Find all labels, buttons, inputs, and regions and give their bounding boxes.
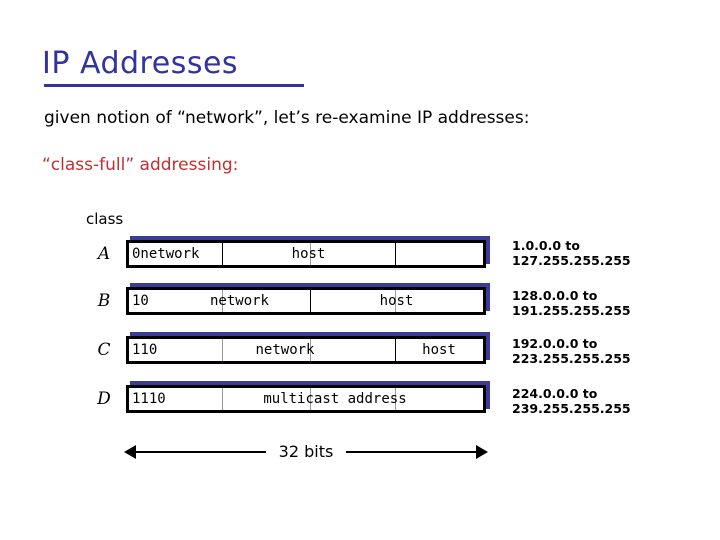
arrow-left-line	[134, 451, 266, 453]
range-class-b-from: 128.0.0.0 to	[512, 288, 598, 303]
divider-d-1	[222, 388, 223, 410]
class-row-d: D 1110 multicast address	[86, 381, 666, 415]
page-title: IP Addresses	[42, 46, 239, 81]
class-letter-c: C	[97, 340, 111, 360]
bit-width-label: 32 bits	[270, 442, 342, 461]
field-b-network: network	[209, 293, 269, 309]
divider-b-2	[310, 290, 311, 312]
class-letter-d: D	[97, 389, 111, 409]
divider-c-1	[222, 339, 223, 361]
bitbox-d: 1110 multicast address	[126, 385, 486, 413]
range-class-a-from: 1.0.0.0 to	[512, 238, 580, 253]
divider-c-3	[395, 339, 396, 361]
range-class-d: 224.0.0.0 to 239.255.255.255	[512, 386, 631, 416]
divider-b-1	[222, 290, 223, 312]
divider-a-3	[395, 243, 396, 265]
field-b-host: host	[379, 293, 414, 309]
field-d-multicast: multicast address	[263, 391, 407, 407]
range-class-b-to: 191.255.255.255	[512, 303, 631, 318]
intro-text: given notion of “network”, let’s re-exam…	[44, 108, 530, 128]
range-class-c-from: 192.0.0.0 to	[512, 336, 598, 351]
range-class-d-to: 239.255.255.255	[512, 401, 631, 416]
bitbox-c: 110 network host	[126, 336, 486, 364]
field-b-prefix: 10	[132, 293, 149, 309]
range-class-d-from: 224.0.0.0 to	[512, 386, 598, 401]
bit-width-arrow: 32 bits	[124, 438, 488, 466]
class-letter-a: A	[97, 244, 111, 264]
range-class-a-to: 127.255.255.255	[512, 253, 631, 268]
range-class-c-to: 223.255.255.255	[512, 351, 631, 366]
class-column-caption: class	[86, 210, 124, 228]
bitbox-b: 10 network host	[126, 287, 486, 315]
arrow-right-line	[346, 451, 478, 453]
divider-d-2	[310, 388, 311, 410]
field-c-host: host	[422, 342, 456, 358]
arrow-right-head-icon	[476, 445, 488, 459]
field-c-network: network	[255, 342, 315, 358]
divider-d-3	[395, 388, 396, 410]
class-row-c: C 110 network host	[86, 332, 666, 366]
class-row-a: A 0network host	[86, 236, 666, 270]
class-row-b: B 10 network host	[86, 283, 666, 317]
field-d-prefix: 1110	[132, 391, 166, 407]
arrow-left-head-icon	[124, 445, 136, 459]
field-a-host: host	[291, 246, 326, 262]
field-a-network: 0network	[132, 246, 200, 262]
range-class-b: 128.0.0.0 to 191.255.255.255	[512, 288, 631, 318]
divider-a-1	[222, 243, 223, 265]
divider-c-2	[310, 339, 311, 361]
range-class-c: 192.0.0.0 to 223.255.255.255	[512, 336, 631, 366]
range-class-a: 1.0.0.0 to 127.255.255.255	[512, 238, 631, 268]
class-letter-b: B	[97, 291, 111, 311]
page-title-underline	[44, 84, 304, 87]
classfull-heading: “class-full” addressing:	[42, 155, 239, 175]
field-c-prefix: 110	[132, 342, 158, 358]
bitbox-a: 0network host	[126, 240, 486, 268]
divider-b-3	[395, 290, 396, 312]
divider-a-2	[310, 243, 311, 265]
